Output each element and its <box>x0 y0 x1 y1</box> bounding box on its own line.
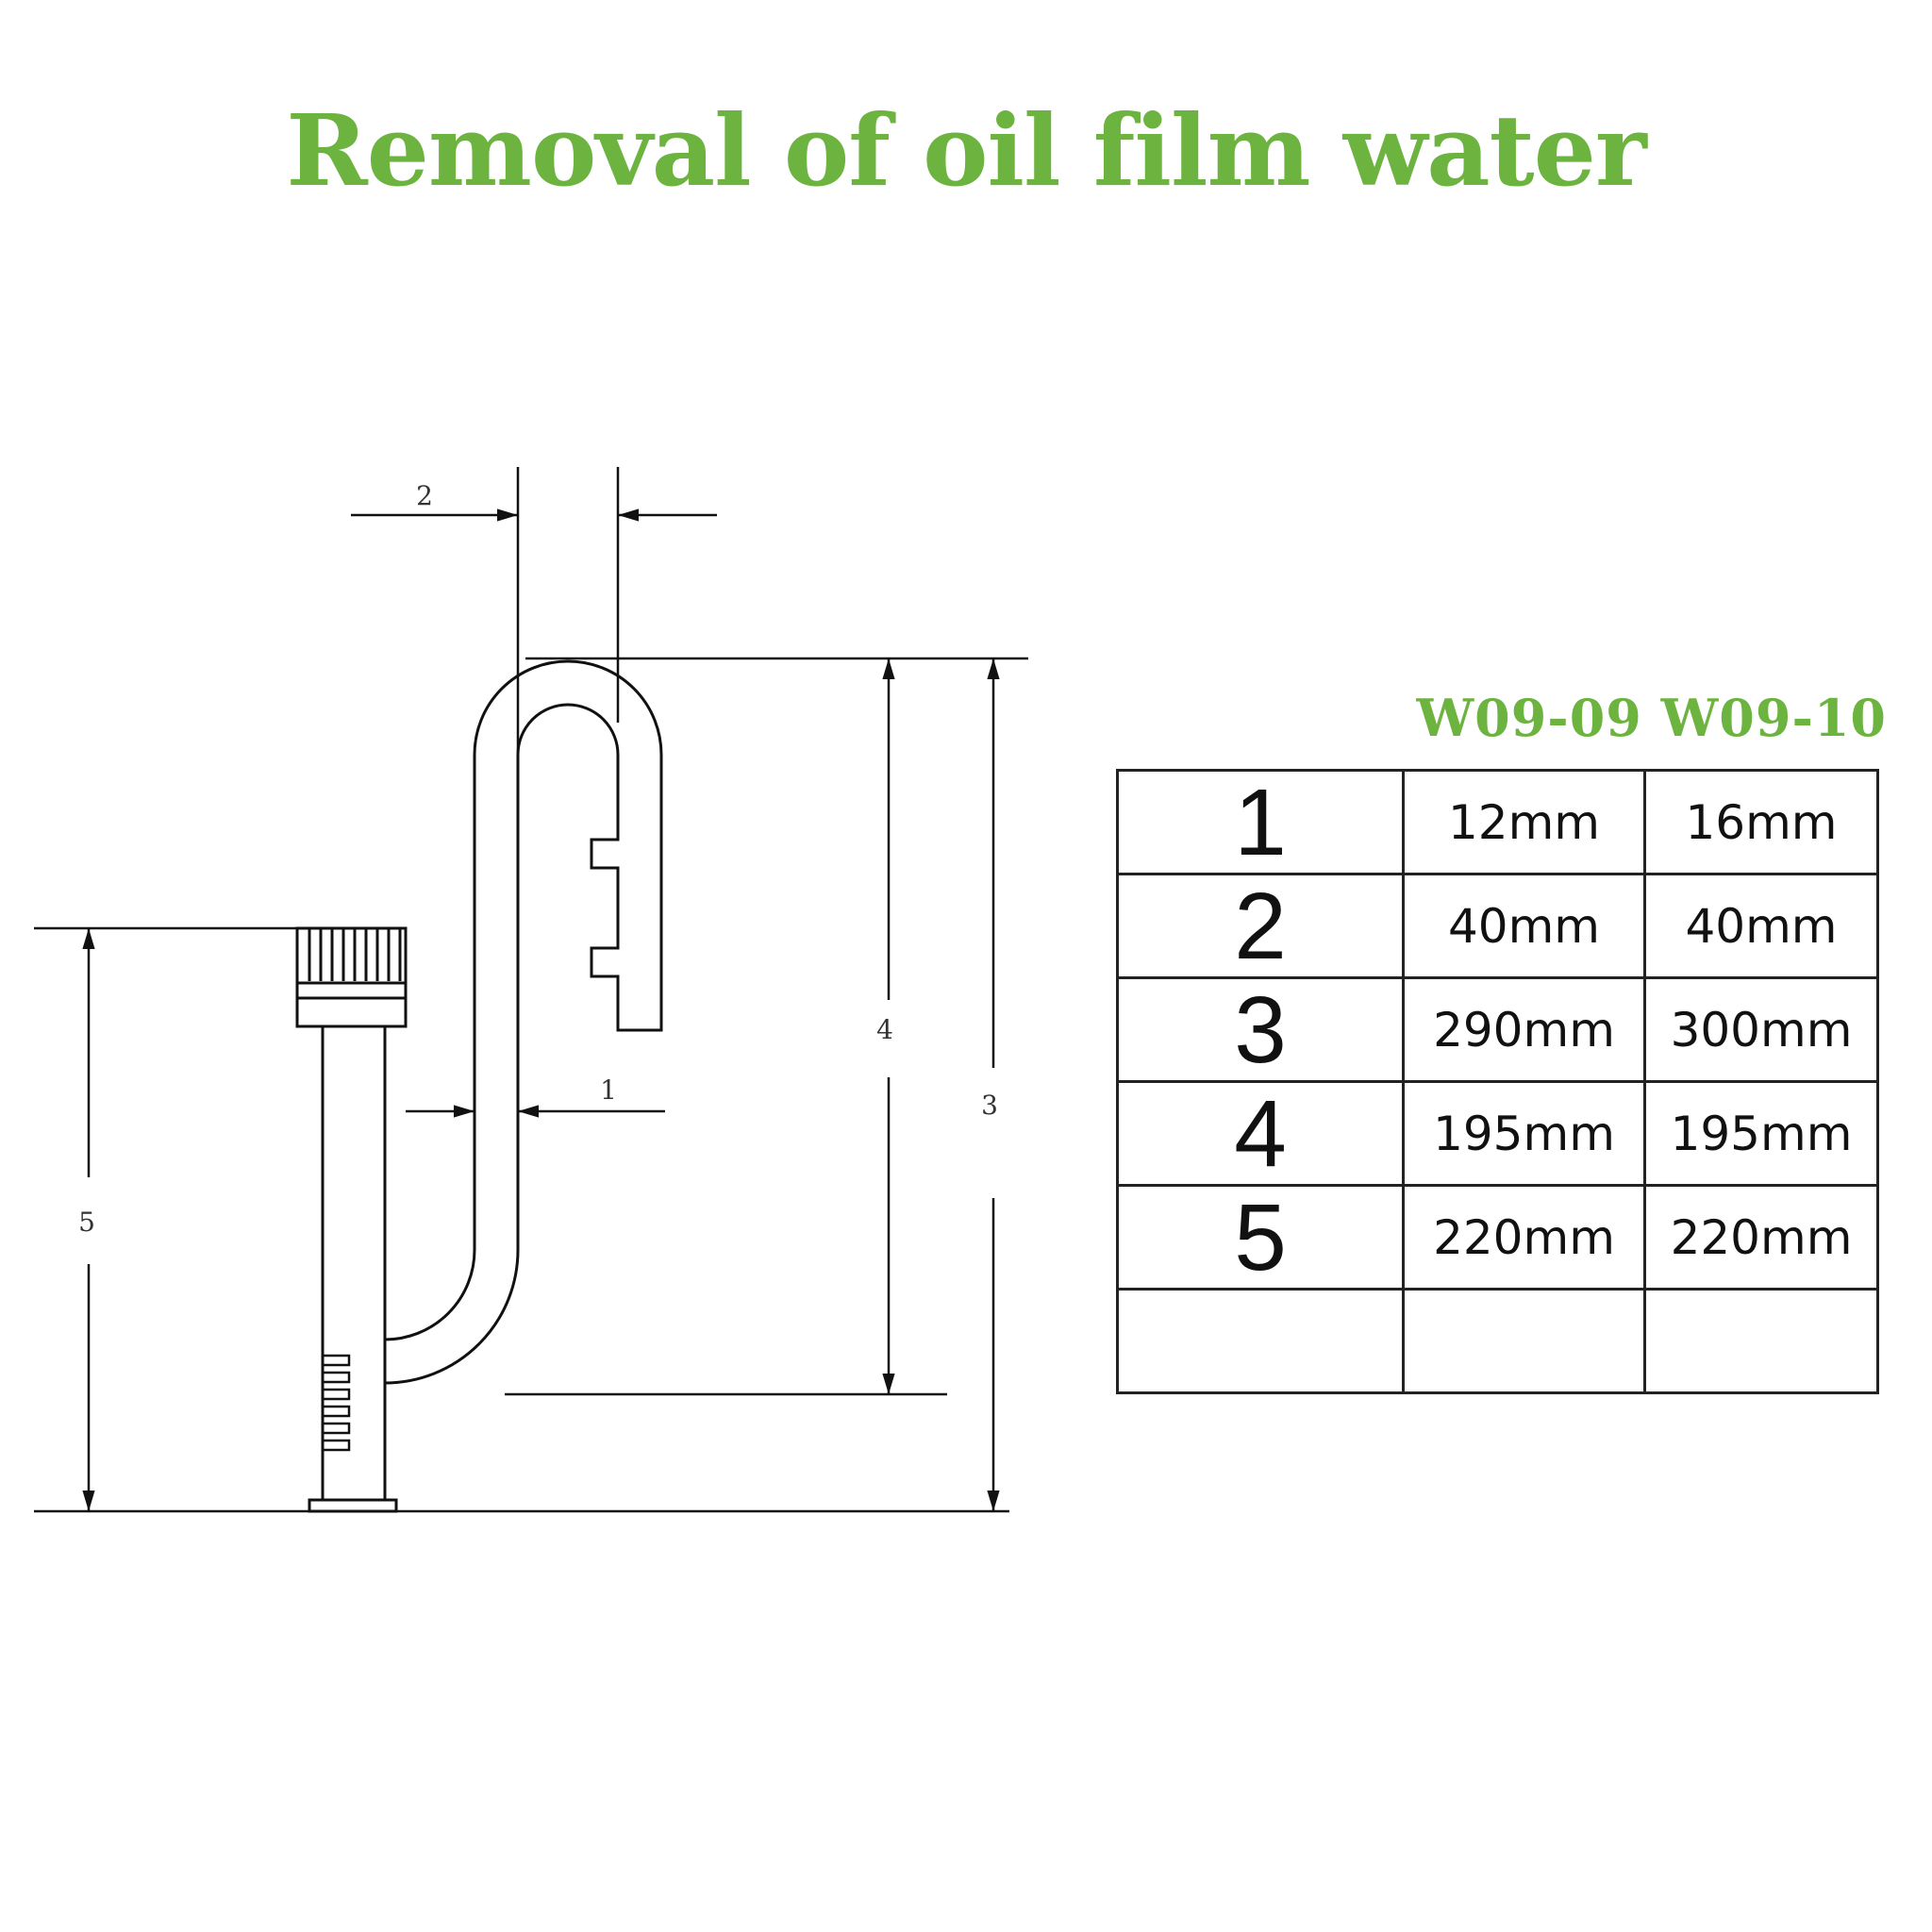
skimmer-stem <box>321 1024 387 1502</box>
value-w09-10: 300mm <box>1643 976 1879 1083</box>
value-w09-09 <box>1402 1288 1646 1394</box>
value-w09-09: 12mm <box>1402 769 1646 875</box>
dim-number: 2 <box>1116 873 1405 979</box>
dim4-label: 4 <box>876 1014 893 1045</box>
table-row: 2 40mm 40mm <box>1116 873 1879 979</box>
table-row: 1 12mm 16mm <box>1116 769 1879 875</box>
value-w09-10: 220mm <box>1643 1184 1879 1291</box>
pipe-body <box>383 659 663 1386</box>
skimmer-collar <box>295 996 408 1028</box>
dimension-lines <box>34 467 1028 1513</box>
value-w09-10: 40mm <box>1643 873 1879 979</box>
dimension-table: 1 12mm 16mm 2 40mm 40mm 3 290mm 300mm 4 … <box>1116 769 1879 1394</box>
dim-number: 3 <box>1116 976 1405 1083</box>
value-w09-09: 220mm <box>1402 1184 1646 1291</box>
intake-slots <box>321 1354 351 1452</box>
value-w09-10: 195mm <box>1643 1080 1879 1187</box>
dim-number: 4 <box>1116 1080 1405 1187</box>
table-row: 3 290mm 300mm <box>1116 976 1879 1083</box>
pipe-shape <box>383 659 663 1386</box>
dim5-label: 5 <box>78 1207 95 1238</box>
grill-slots <box>308 928 402 981</box>
table-row: 4 195mm 195mm <box>1116 1080 1879 1187</box>
value-w09-09: 290mm <box>1402 976 1646 1083</box>
dim1-label: 1 <box>600 1074 617 1106</box>
value-w09-10 <box>1643 1288 1879 1394</box>
value-w09-10: 16mm <box>1643 769 1879 875</box>
dim2-label: 2 <box>416 480 433 511</box>
dim-number: 1 <box>1116 769 1405 875</box>
page-title: Removal of oil film water <box>286 92 1646 208</box>
model-numbers: W09-09 W09-10 <box>1416 688 1887 748</box>
dimension-labels: 2 1 4 3 5 <box>78 480 998 1238</box>
dim3-label: 3 <box>981 1090 998 1121</box>
value-w09-09: 40mm <box>1402 873 1646 979</box>
value-w09-09: 195mm <box>1402 1080 1646 1187</box>
dim-number <box>1116 1288 1405 1394</box>
dim-number: 5 <box>1116 1184 1405 1291</box>
table-row: 5 220mm 220mm <box>1116 1184 1879 1291</box>
skimmer-foot <box>308 1498 398 1513</box>
table-row <box>1116 1288 1879 1394</box>
skimmer-head <box>295 926 408 1513</box>
